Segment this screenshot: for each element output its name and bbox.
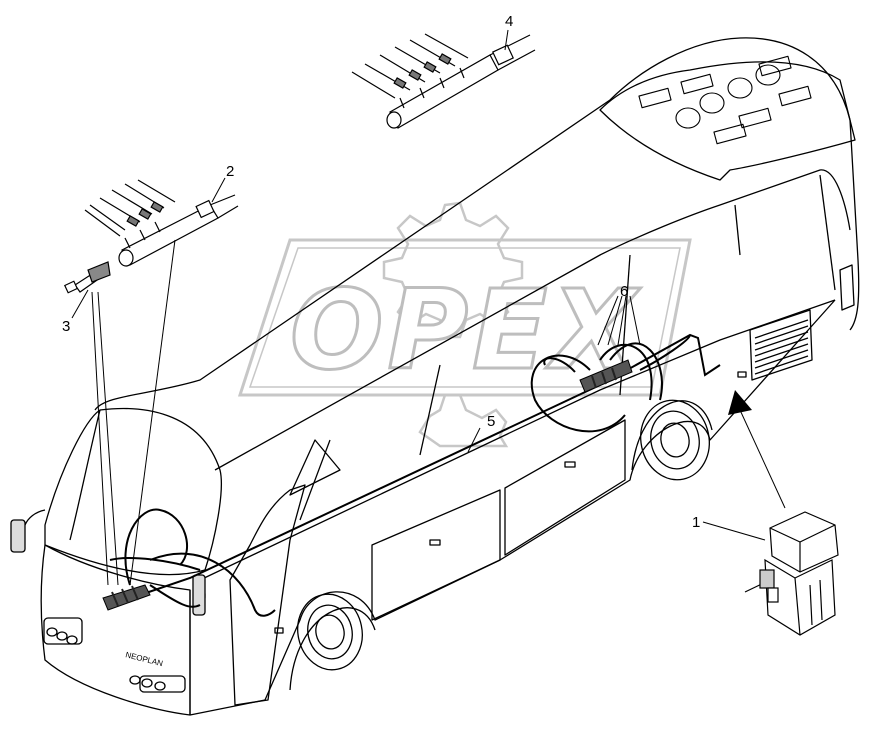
distribution-bar-front: [84, 179, 239, 267]
watermark: OPEX: [237, 201, 692, 448]
callout-5: 5: [487, 413, 495, 430]
front-badge: NEOPLAN: [125, 650, 164, 668]
headlights: [43, 617, 186, 693]
roof-vents: [638, 55, 812, 145]
left-mirror: [24, 509, 46, 526]
callout-4: 4: [505, 13, 513, 30]
front-connector: [102, 584, 151, 611]
callout-2: 2: [226, 163, 234, 180]
callout-6: 6: [620, 283, 628, 300]
arrow-icon: [728, 390, 752, 415]
engine-grille: [737, 309, 813, 381]
wiring-harness: [109, 333, 721, 617]
sensor-part: [63, 261, 111, 294]
callout-1: 1: [692, 514, 700, 531]
callout-3: 3: [62, 318, 70, 335]
rear-wheel: [631, 399, 713, 481]
lubrication-pump: [744, 511, 839, 636]
watermark-frame: [237, 238, 692, 397]
callouts: 1 2 3 4 5 6: [62, 13, 700, 531]
belt-line: [199, 299, 836, 581]
luggage-hatch-1: [371, 489, 501, 621]
front-wheel: [289, 593, 376, 691]
windshield: [44, 407, 222, 576]
leader-lines: [71, 29, 786, 586]
bus-roof: [94, 37, 860, 411]
roof-panel: [599, 61, 856, 181]
window-top-line: [214, 169, 851, 471]
watermark-text: OPEX: [290, 266, 641, 394]
distribution-bar-rear: [351, 33, 536, 129]
luggage-hatch-2: [504, 419, 626, 556]
rear-connector: [579, 359, 633, 393]
front-door: [229, 484, 306, 706]
front-face: [40, 544, 191, 716]
